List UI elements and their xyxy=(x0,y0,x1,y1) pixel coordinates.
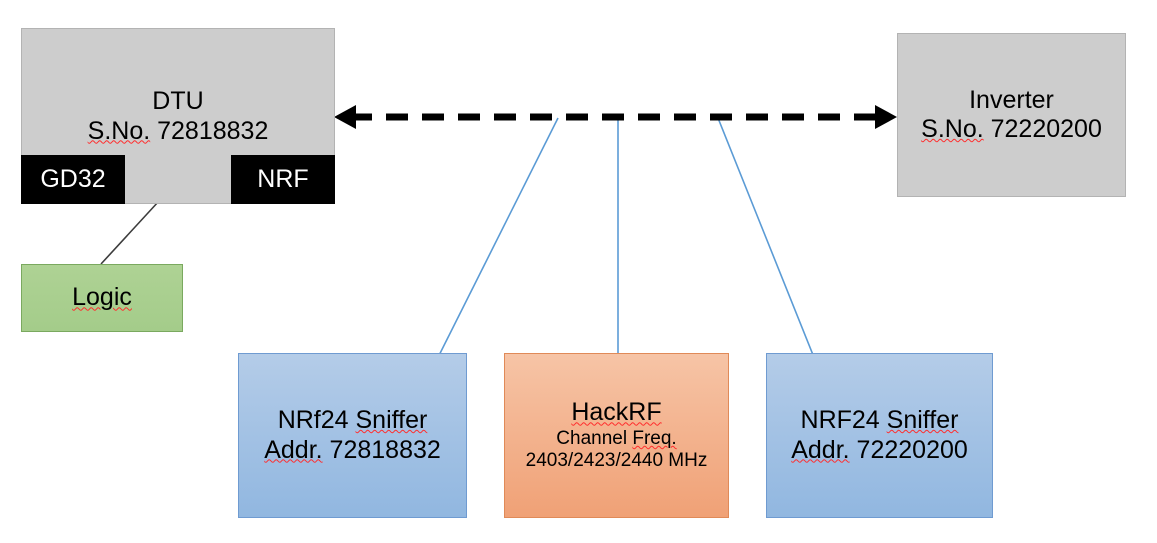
inverter-serial: S.No. 72220200 xyxy=(921,115,1102,145)
sniffer-left-addr: Addr. 72818832 xyxy=(264,436,441,466)
sniffer-left-title-word: Sniffer xyxy=(355,406,428,434)
node-sniffer-left[interactable]: NRf24 Sniffer Addr. 72818832 xyxy=(238,353,467,518)
dtu-serial: S.No. 72818832 xyxy=(88,117,269,147)
inverter-serial-value: 72220200 xyxy=(990,115,1102,143)
dtu-serial-prefix: S.No. xyxy=(87,116,151,145)
sniffer-right-addr: Addr. 72220200 xyxy=(791,436,968,466)
sniffer-right-addr-value: 72220200 xyxy=(856,435,968,464)
sniffer-left-title: NRf24 Sniffer xyxy=(277,406,428,434)
sniffer-left-addr-value: 72818832 xyxy=(329,435,441,464)
arrow-dtu-inverter-rf-link xyxy=(334,105,897,129)
sniffer-right-addr-prefix: Addr. xyxy=(791,435,850,464)
nrf-label: NRF xyxy=(257,164,309,193)
dtu-serial-value: 72818832 xyxy=(157,116,269,145)
sniffer-right-title-word: Sniffer xyxy=(886,406,959,434)
node-logic[interactable]: Logic xyxy=(21,264,183,332)
sniffer-right-title: NRF24 Sniffer xyxy=(800,406,959,434)
hackrf-title: HackRF xyxy=(571,398,662,427)
node-nrf[interactable]: NRF xyxy=(231,155,335,204)
dtu-title: DTU xyxy=(152,87,204,115)
hackrf-freq-word: Freq. xyxy=(632,427,677,449)
sniffer-left-addr-prefix: Addr. xyxy=(264,435,323,464)
hackrf-channel-label: Channel Freq. xyxy=(556,427,677,449)
inverter-title: Inverter xyxy=(969,85,1054,114)
gd32-label: GD32 xyxy=(40,164,106,193)
inverter-serial-prefix: S.No. xyxy=(921,115,984,143)
node-hackrf[interactable]: HackRF Channel Freq. 2403/2423/2440 MHz xyxy=(504,353,729,518)
node-gd32[interactable]: GD32 xyxy=(21,155,125,204)
logic-label: Logic xyxy=(72,283,132,312)
node-inverter[interactable]: Inverter S.No. 72220200 xyxy=(897,33,1126,197)
node-sniffer-right[interactable]: NRF24 Sniffer Addr. 72220200 xyxy=(766,353,993,518)
hackrf-channel-values: 2403/2423/2440 MHz xyxy=(525,450,708,472)
